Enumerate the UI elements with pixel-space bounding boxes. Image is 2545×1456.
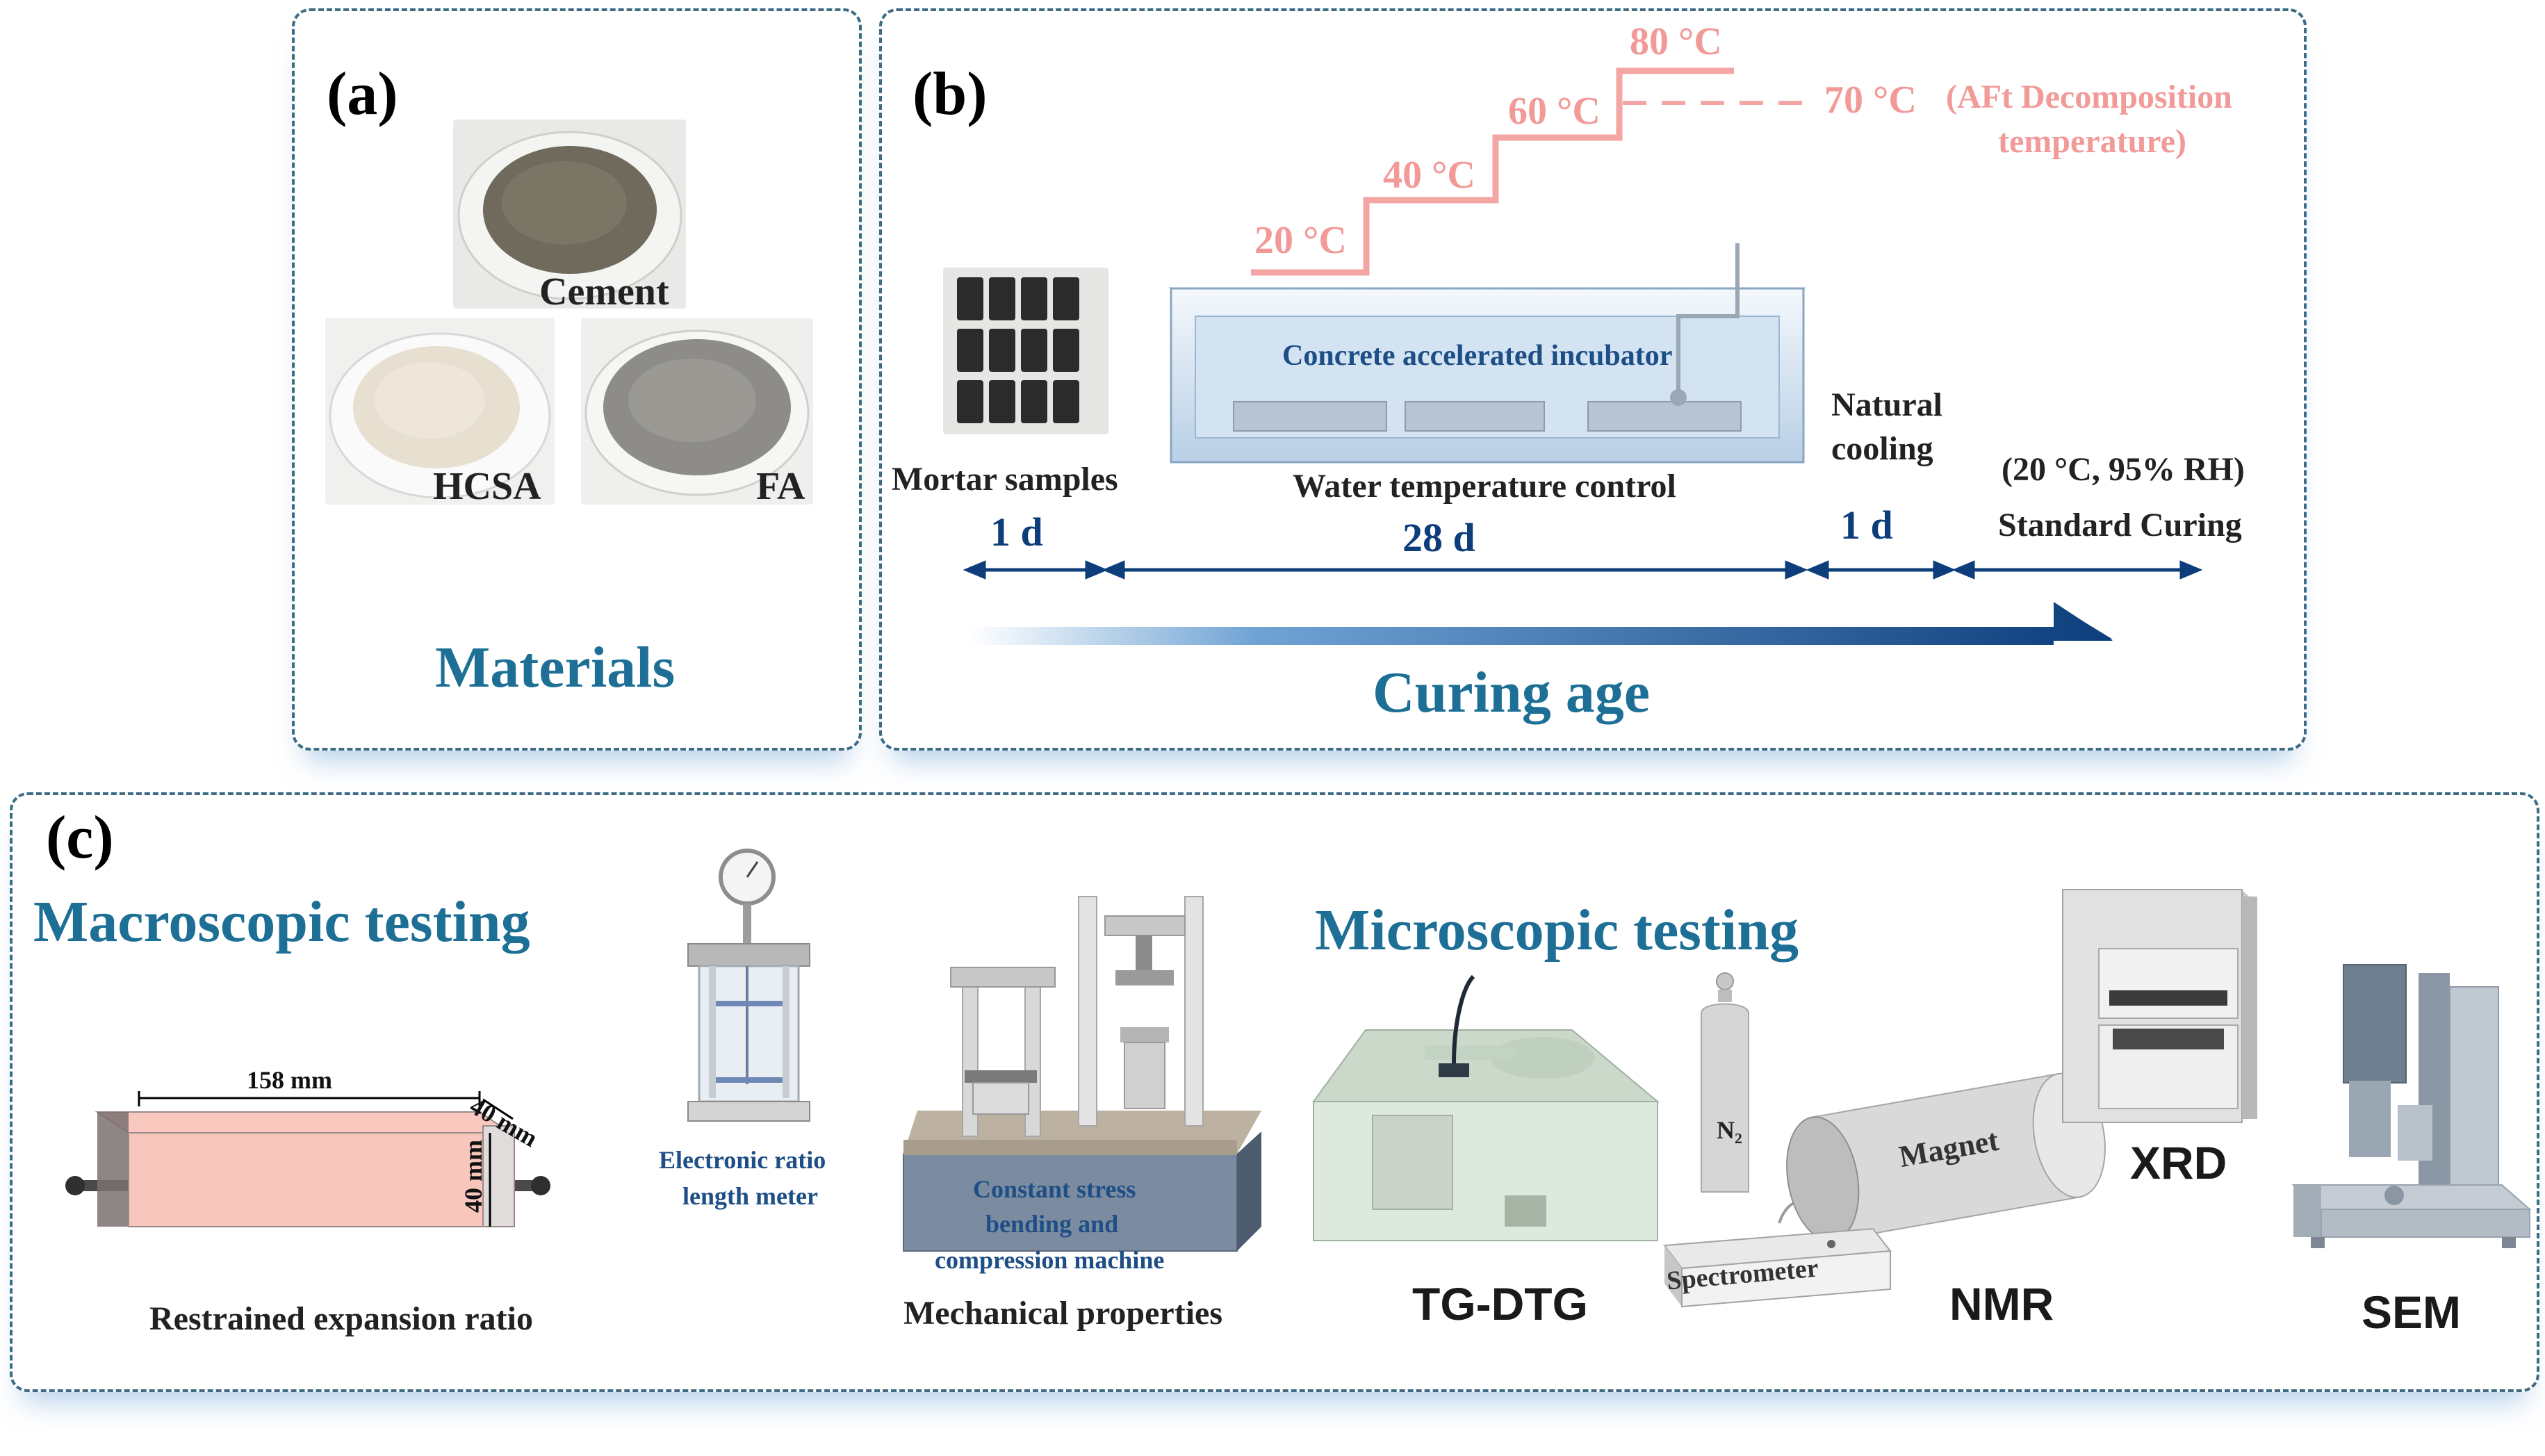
duration-1d-second: 1 d: [1840, 502, 1893, 548]
cement-photo: [453, 120, 686, 309]
panel-c-label: (c): [46, 804, 114, 872]
mortar-samples-label: Mortar samples: [892, 461, 1118, 498]
mortar-samples-photo: [943, 268, 1108, 434]
length-meter-label-line2: length meter: [682, 1182, 818, 1210]
temp-40: 40 °C: [1383, 154, 1475, 197]
n2-label: N₂: [1717, 1116, 1742, 1144]
standard-curing-label: Standard Curing: [1998, 507, 2242, 543]
panel-a-label: (a): [327, 60, 398, 128]
decomposition-note-line2: temperature): [1998, 123, 2186, 160]
fa-dish-drawing: [584, 329, 810, 496]
fa-label: FA: [756, 465, 805, 508]
duration-28d: 28 d: [1402, 515, 1475, 560]
temp-80: 80 °C: [1630, 20, 1722, 63]
cement-label: Cement: [539, 270, 669, 313]
water-temperature-control-label: Water temperature control: [1293, 468, 1676, 505]
hcsa-label: HCSA: [433, 465, 541, 508]
machine-label-line2: bending and: [985, 1210, 1119, 1238]
temp-20: 20 °C: [1254, 219, 1347, 262]
natural-cooling-line1: Natural: [1831, 386, 1942, 423]
mortar-prisms-drawing: [957, 277, 1079, 423]
microscopic-testing-title: Microscopic testing: [1315, 898, 1799, 963]
machine-label-line1: Constant stress: [973, 1175, 1136, 1203]
standard-condition-label: (20 °C, 95% RH): [2002, 451, 2245, 488]
cement-dish-drawing: [457, 131, 682, 300]
natural-cooling-line2: cooling: [1831, 430, 1933, 467]
tg-dtg-label: TG-DTG: [1412, 1278, 1588, 1330]
nmr-label: NMR: [1949, 1278, 2054, 1330]
decomposition-note-line1: (AFt Decomposition: [1946, 79, 2232, 115]
mechanical-properties-label: Mechanical properties: [903, 1295, 1223, 1332]
incubator-label: Concrete accelerated incubator: [1282, 340, 1673, 372]
length-meter-label-line1: Electronic ratio: [659, 1146, 826, 1174]
hcsa-photo: [325, 318, 555, 505]
temp-70-decomposition: 70 °C: [1824, 79, 1917, 122]
duration-1d-first: 1 d: [990, 509, 1043, 555]
panel-b-label: (b): [913, 60, 988, 128]
materials-title: Materials: [435, 635, 676, 700]
hcsa-dish-drawing: [329, 332, 551, 499]
macroscopic-testing-title: Macroscopic testing: [33, 890, 530, 954]
xrd-label: XRD: [2130, 1137, 2227, 1188]
machine-label-line3: compression machine: [935, 1246, 1165, 1274]
sem-label: SEM: [2362, 1286, 2462, 1338]
curing-age-title: Curing age: [1373, 660, 1650, 725]
temp-60: 60 °C: [1508, 90, 1601, 133]
fa-photo: [581, 318, 813, 505]
restrained-expansion-label: Restrained expansion ratio: [149, 1300, 533, 1337]
dimension-158mm: 158 mm: [247, 1066, 332, 1094]
